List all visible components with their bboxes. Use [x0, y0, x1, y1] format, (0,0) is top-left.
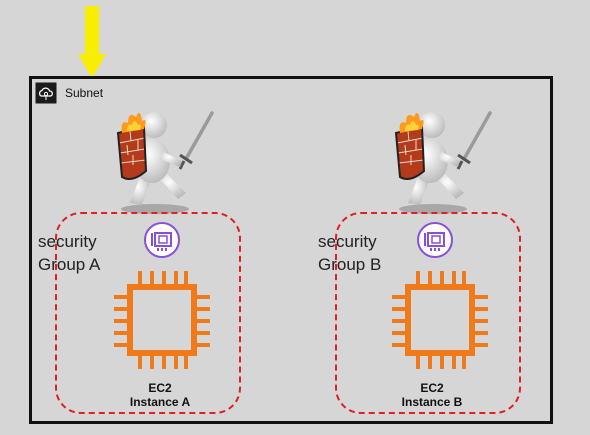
network-interface-icon: [417, 222, 453, 258]
instance-type: EC2: [148, 381, 172, 395]
security-group-label-line1: security: [38, 232, 97, 251]
security-group-a-label: security Group A: [38, 230, 100, 276]
subnet-label: Subnet: [65, 86, 104, 100]
security-group-a-boundary: [55, 212, 241, 414]
subnet-container: Subnet: [29, 76, 553, 424]
ec2-chip-icon: [392, 271, 488, 369]
security-group-label-line1: security: [318, 232, 377, 251]
instance-name: Instance A: [129, 395, 191, 409]
firewall-warrior-icon: [394, 111, 492, 214]
security-group-b-label: security Group B: [318, 230, 381, 276]
instance-b-label: EC2 Instance B: [372, 381, 492, 409]
down-arrow-icon: [78, 6, 106, 78]
ec2-chip-icon: [114, 271, 210, 369]
security-group-label-line2: Group B: [318, 255, 382, 274]
firewall-warrior-icon: [116, 111, 214, 214]
cloud-subnet-icon: [35, 82, 57, 104]
instance-a-label: EC2 Instance A: [100, 381, 220, 409]
network-interface-icon: [144, 222, 180, 258]
security-group-label-line2: Group A: [38, 255, 101, 274]
instance-name: Instance B: [401, 395, 463, 409]
security-group-b-boundary: [335, 212, 521, 414]
instance-type: EC2: [420, 381, 444, 395]
